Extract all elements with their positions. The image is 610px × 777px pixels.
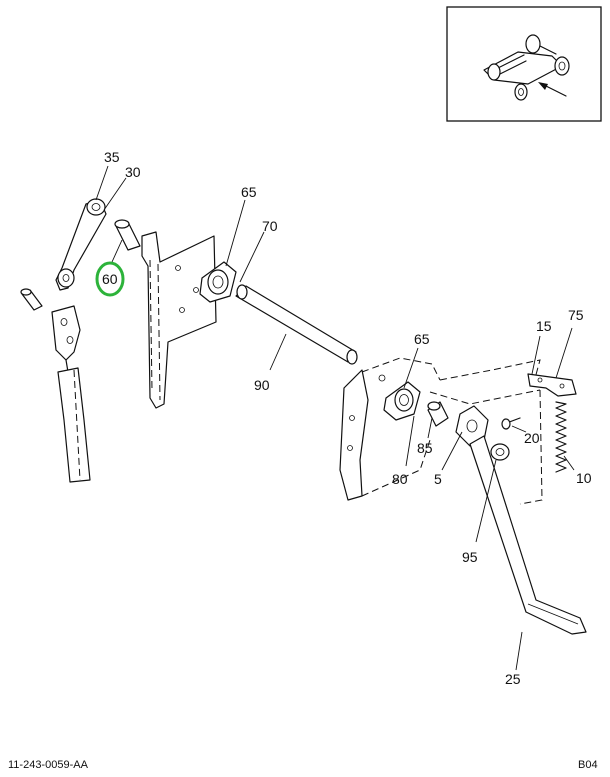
callout-60: 60 (102, 271, 118, 287)
callout-35: 35 (104, 149, 120, 165)
callout-30: 30 (125, 164, 141, 180)
clutch-cable (57, 367, 91, 483)
callout-80: 80 (392, 471, 408, 487)
callout-70: 70 (262, 218, 278, 234)
leader-lines (95, 165, 575, 671)
right-flange-bearing (383, 381, 421, 421)
callout-85: 85 (417, 440, 433, 456)
callout-20: 20 (524, 430, 540, 446)
highlight-ring-60 (95, 261, 125, 297)
left-bracket (141, 231, 217, 409)
left-flange-bearing (199, 261, 237, 303)
spring-10 (555, 401, 567, 473)
cross-shaft-90 (235, 284, 358, 365)
inset-axle-assembly (483, 34, 570, 101)
clutch-pedal-25 (469, 435, 587, 635)
callout-65-right: 65 (414, 331, 430, 347)
clevis (51, 305, 81, 373)
callout-65-left: 65 (241, 184, 257, 200)
callout-10: 10 (576, 470, 592, 486)
sheet-code: B04 (578, 759, 598, 771)
pedal-bumper-95 (490, 443, 510, 461)
stop-bolt-20 (501, 417, 521, 430)
callout-25: 25 (505, 671, 521, 687)
inset-view (446, 6, 602, 122)
clevis-pin (20, 288, 43, 311)
inset-arrow (538, 82, 567, 97)
callout-15: 15 (536, 318, 552, 334)
callouts: 35 30 60 65 70 90 65 15 75 85 80 5 20 10… (95, 149, 592, 687)
callout-90: 90 (254, 377, 270, 393)
callout-5: 5 (434, 471, 442, 487)
right-bracket (339, 357, 543, 505)
callout-75: 75 (568, 307, 584, 323)
drawing-number: 11-243-0059-AA (8, 759, 89, 771)
callout-95: 95 (462, 549, 478, 565)
bushing-85 (427, 401, 449, 427)
bushing-60 (114, 219, 141, 251)
bracket-15 (527, 373, 577, 397)
linkage-lever (55, 198, 107, 291)
